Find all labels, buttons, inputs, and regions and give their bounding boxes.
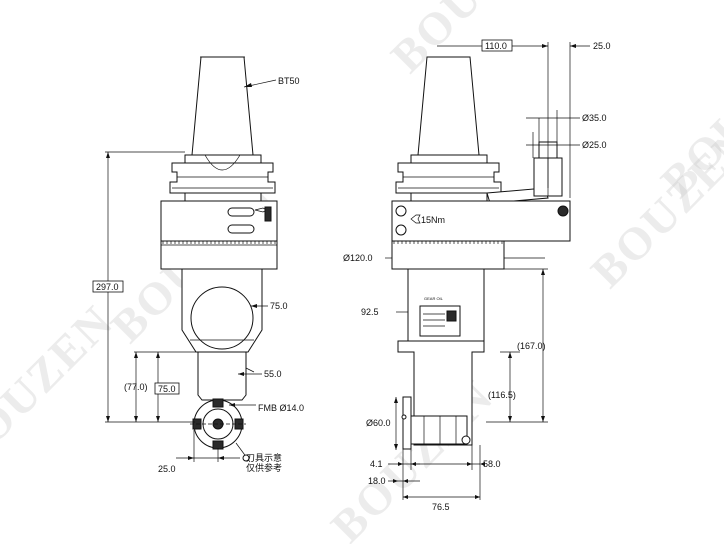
label-4-1: 4.1 <box>370 459 383 469</box>
label-fmb: FMB Ø14.0 <box>258 403 304 413</box>
gear-circle <box>190 286 254 350</box>
flange <box>169 162 276 194</box>
taper-cone <box>191 56 254 156</box>
watermark-edge-left: BOUZEN <box>0 295 123 477</box>
housing-upper <box>160 200 278 242</box>
right-view: 15Nm GEAR OIL <box>343 39 611 512</box>
taper-collar <box>184 154 262 164</box>
taper-cone-right <box>417 56 480 156</box>
flange-neck <box>184 192 262 202</box>
label-92-5: 92.5 <box>361 307 379 317</box>
label-dia-120: Ø120.0 <box>343 253 373 263</box>
label-25-bottom: 25.0 <box>158 464 176 474</box>
label-gear-oil: GEAR OIL <box>424 296 444 301</box>
stop-arm <box>486 187 549 204</box>
label-dia-25: Ø25.0 <box>582 140 607 150</box>
face-plate <box>402 396 412 450</box>
label-note-2: 仅供参考 <box>246 462 282 473</box>
label-110: 110.0 <box>485 41 507 51</box>
flange-right <box>395 162 502 194</box>
label-55: 55.0 <box>264 369 282 379</box>
arm <box>197 351 247 401</box>
right-dimensions <box>385 42 590 500</box>
watermark-top: BOUZEN <box>381 0 563 82</box>
wrench-mark <box>264 206 272 222</box>
label-dia-60: Ø60.0 <box>366 418 391 428</box>
label-77: (77.0) <box>124 382 148 392</box>
key-slot-upper <box>227 207 255 217</box>
label-torque: 15Nm <box>421 215 445 225</box>
watermark-edge-right: BOUZEN <box>651 25 724 207</box>
label-18: 18.0 <box>368 476 386 486</box>
watermark-bottom: BOUZEN <box>321 370 503 544</box>
label-bt50: BT50 <box>278 76 300 86</box>
left-dimensions <box>105 79 277 462</box>
label-167: (167.0) <box>517 341 546 351</box>
label-297: 297.0 <box>96 282 119 292</box>
label-58: 58.0 <box>483 459 501 469</box>
label-note-1: 刀具示意 <box>246 452 282 463</box>
label-116-5: (116.5) <box>488 390 516 400</box>
housing-right <box>391 200 571 242</box>
bolt-right <box>557 205 569 217</box>
housing-ring-right <box>391 240 505 270</box>
label-75-right: 75.0 <box>270 301 288 311</box>
scale-ticks <box>162 241 276 244</box>
label-75-box: 75.0 <box>158 384 176 394</box>
key-slot-lower <box>227 224 255 234</box>
label-dia-35: Ø35.0 <box>582 113 607 123</box>
label-76-5: 76.5 <box>432 502 450 512</box>
left-view: BT50 297.0 75.0 (77.0) 75.0 55.0 FMB Ø14… <box>92 56 304 474</box>
label-25-top: 25.0 <box>593 41 611 51</box>
